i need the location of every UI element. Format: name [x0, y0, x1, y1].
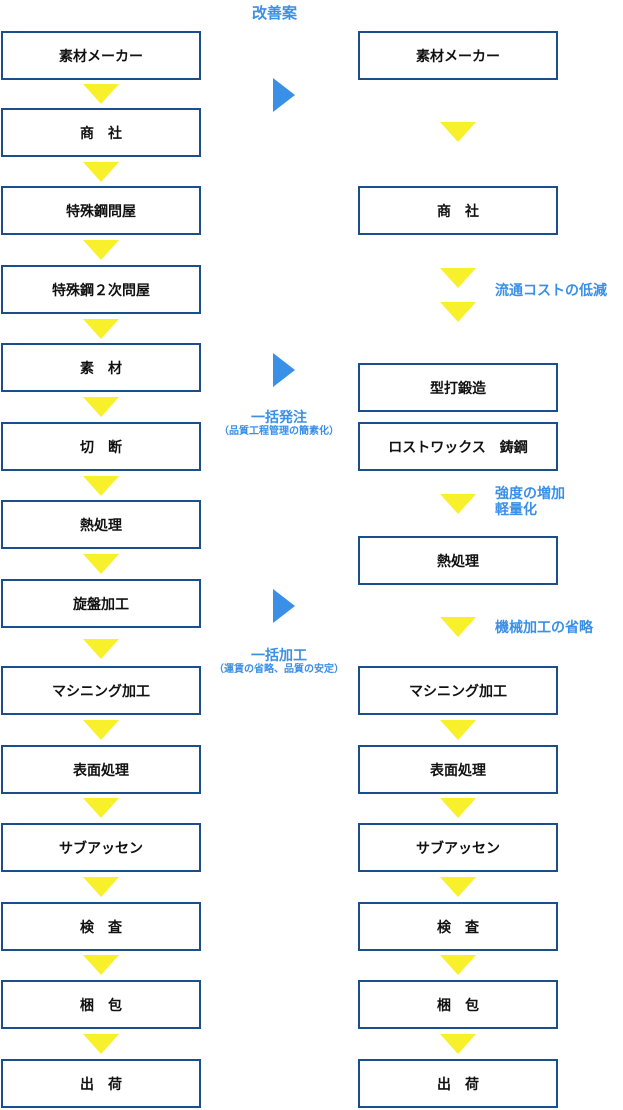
- left-arrow-down-3: [83, 240, 119, 260]
- left-step-surface-treatment: 表面処理: [1, 745, 201, 794]
- left-arrow-down-2: [83, 162, 119, 182]
- right-step-packing: 梱 包: [358, 980, 558, 1029]
- left-step-material-maker: 素材メーカー: [1, 31, 201, 80]
- note-distribution-cost: 流通コストの低減: [495, 283, 607, 299]
- note-bulk-process-title: 一括加工: [251, 648, 307, 664]
- right-arrow-3: [273, 589, 295, 623]
- left-step-heat-treatment: 熱処理: [1, 500, 201, 549]
- right-arrow-down-2: [440, 268, 476, 288]
- left-arrow-down-8: [83, 639, 119, 659]
- left-arrow-down-12: [83, 955, 119, 975]
- left-arrow-down-10: [83, 798, 119, 818]
- left-step-packing: 梱 包: [1, 980, 201, 1029]
- left-arrow-down-13: [83, 1034, 119, 1054]
- right-arrow-2: [273, 353, 295, 387]
- left-step-trading-company: 商 社: [1, 108, 201, 157]
- left-arrow-down-9: [83, 720, 119, 740]
- left-arrow-down-4: [83, 319, 119, 339]
- left-step-shipping: 出 荷: [1, 1059, 201, 1108]
- right-step-lost-wax-casting: ロストワックス 鋳鋼: [358, 422, 558, 471]
- note-strength: 強度の増加 軽量化: [495, 486, 565, 518]
- right-arrow-down-8: [440, 877, 476, 897]
- left-step-steel-wholesaler: 特殊鋼問屋: [1, 186, 201, 235]
- left-arrow-down-6: [83, 476, 119, 496]
- note-bulk-process-sub: （運賃の省略、品質の安定）: [214, 664, 344, 675]
- right-arrow-down-5: [440, 617, 476, 637]
- right-arrow-down-10: [440, 1034, 476, 1054]
- left-arrow-down-11: [83, 877, 119, 897]
- left-step-lathe: 旋盤加工: [1, 579, 201, 628]
- left-arrow-down-7: [83, 554, 119, 574]
- note-bulk-process: 一括加工 （運賃の省略、品質の安定）: [200, 648, 358, 676]
- right-step-trading-company: 商 社: [358, 186, 558, 235]
- note-bulk-order: 一括発注 （品質工程管理の簡素化）: [200, 410, 358, 438]
- right-step-material-maker: 素材メーカー: [358, 31, 558, 80]
- left-arrow-down-5: [83, 397, 119, 417]
- right-arrow-down-1: [440, 122, 476, 142]
- left-step-inspection: 検 査: [1, 902, 201, 951]
- note-strength-line1: 強度の増加: [495, 486, 565, 502]
- right-arrow-down-7: [440, 798, 476, 818]
- right-arrow-down-9: [440, 955, 476, 975]
- right-arrow-down-6: [440, 720, 476, 740]
- note-bulk-order-sub: （品質工程管理の簡素化）: [219, 426, 339, 437]
- diagram-title: 改善案: [252, 4, 298, 22]
- note-machining-omit: 機械加工の省略: [495, 620, 593, 636]
- left-step-secondary-wholesaler: 特殊鋼２次問屋: [1, 265, 201, 314]
- right-step-machining: マシニング加工: [358, 666, 558, 715]
- right-arrow-1: [273, 78, 295, 112]
- note-strength-line2: 軽量化: [495, 502, 537, 518]
- right-step-die-forging: 型打鍛造: [358, 363, 558, 412]
- right-step-inspection: 検 査: [358, 902, 558, 951]
- right-arrow-down-4: [440, 494, 476, 514]
- left-step-material: 素 材: [1, 343, 201, 392]
- left-step-cutting: 切 断: [1, 422, 201, 471]
- right-step-surface-treatment: 表面処理: [358, 745, 558, 794]
- right-step-shipping: 出 荷: [358, 1059, 558, 1108]
- right-step-sub-assembly: サブアッセン: [358, 823, 558, 872]
- note-bulk-order-title: 一括発注: [251, 410, 307, 426]
- left-arrow-down-1: [83, 84, 119, 104]
- right-arrow-down-3: [440, 302, 476, 322]
- left-step-machining: マシニング加工: [1, 666, 201, 715]
- left-step-sub-assembly: サブアッセン: [1, 823, 201, 872]
- right-step-heat-treatment: 熱処理: [358, 536, 558, 585]
